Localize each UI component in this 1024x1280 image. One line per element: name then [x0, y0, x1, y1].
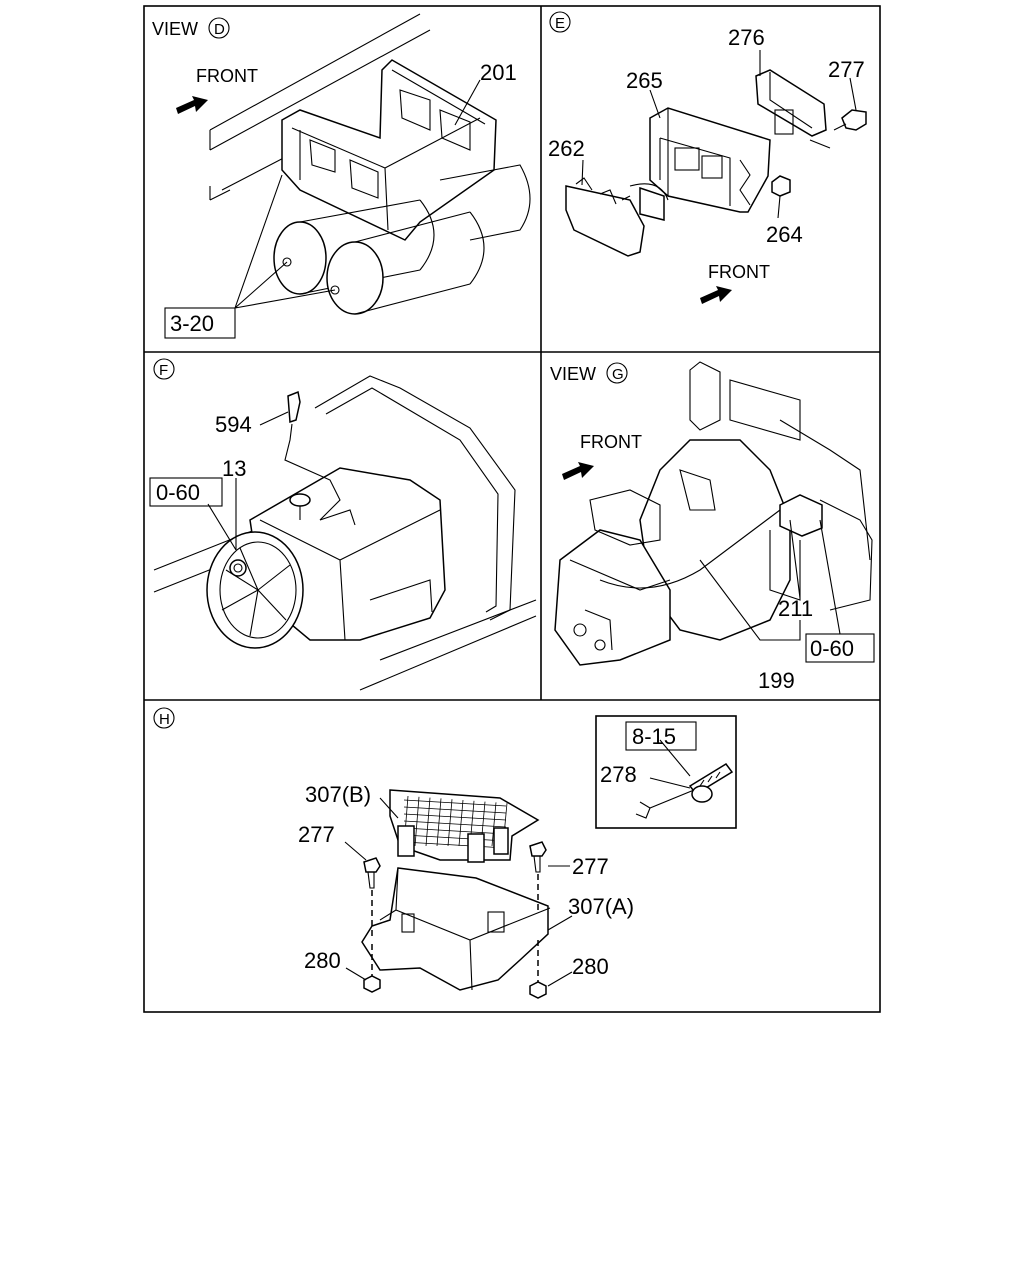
panel-h-marker: H [159, 711, 170, 728]
panel-e-ref-277: 277 [828, 57, 865, 82]
panel-e-marker: E [555, 15, 565, 32]
panel-e-marker-circle [549, 11, 571, 33]
panel-f-cab-outline [314, 375, 516, 621]
panel-e-cover-276 [755, 69, 827, 137]
panel-h-ref-307b: 307(B) [305, 782, 371, 807]
panel-d-battery-box [281, 59, 497, 241]
panel-h-nut-280-left [363, 975, 381, 993]
panel-d-box-3-20-label: 3-20 [170, 311, 214, 336]
panel-e-ref-264: 264 [766, 222, 803, 247]
panel-h-cable-tie-278 [635, 763, 734, 819]
panel-e-bolt-277 [841, 109, 867, 131]
panel-e-ref-265: 265 [626, 68, 663, 93]
panel-h-nut-280-right [529, 981, 547, 999]
panel-h-box-307a [361, 867, 551, 991]
panel-h-ref-277-left: 277 [298, 822, 335, 847]
panel-f-marker: F [159, 362, 168, 379]
panel-f-ref-13: 13 [222, 456, 246, 481]
panel-d-marker: D [214, 21, 225, 38]
panel-d-batteries [273, 164, 531, 315]
panel-g-ref-199: 199 [758, 668, 795, 693]
panel-h-ref-307a: 307(A) [568, 894, 634, 919]
panel-e-bracket-262 [565, 185, 645, 257]
panel-d-ref-201: 201 [480, 60, 517, 85]
panel-h-ref-280-left: 280 [304, 948, 341, 973]
panel-h-marker-circle [153, 707, 175, 729]
panel-e-front-arrow-icon [700, 286, 732, 304]
panel-d-box-3-20 [164, 307, 236, 339]
panel-h-box-8-15 [625, 721, 697, 751]
panel-g-ref-211: 211 [778, 596, 813, 621]
panel-d-marker-circle [208, 17, 230, 39]
panel-e-ref-262: 262 [548, 136, 585, 161]
panel-f: F 594 13 0-60 [149, 358, 537, 691]
panel-h-bolt-277-right [529, 841, 547, 910]
panel-h-inset-frame [595, 715, 737, 829]
panel-g-box-0-60-label: 0-60 [810, 636, 854, 661]
panel-e-ref-276: 276 [728, 25, 765, 50]
panel-h-ref-280-right: 280 [572, 954, 609, 979]
panel-f-marker-circle [153, 358, 175, 380]
panel-h-cover-307b [389, 789, 540, 863]
panel-view-d: VIEW D FRONT 201 3-20 [152, 13, 531, 339]
panel-e: E 276 277 265 262 264 FRONT [548, 11, 867, 304]
panel-h-box-8-15-label: 8-15 [632, 724, 676, 749]
panel-f-box-0-60 [149, 477, 223, 507]
panel-g-marker: G [612, 366, 624, 383]
panel-h-ref-277-right: 277 [572, 854, 609, 879]
panel-f-fan-housing [206, 531, 304, 649]
panel-view-g: VIEW G FRONT 211 0-60 199 [550, 361, 875, 693]
panel-e-nut-264 [771, 175, 791, 197]
panel-h-ref-278: 278 [600, 762, 637, 787]
panel-g-gearbox [554, 529, 671, 666]
panel-h-bolt-277-left [363, 857, 381, 936]
panel-g-box-0-60 [805, 633, 875, 663]
panel-f-bolt-594 [287, 390, 301, 424]
panel-g-marker-circle [606, 362, 628, 384]
panel-g-front-label: FRONT [580, 432, 642, 452]
panel-e-connector-265 [649, 107, 771, 213]
panel-g-front-arrow-icon [562, 462, 594, 480]
panel-h: H 8-15 278 307(B) 30 [153, 707, 737, 999]
panel-f-box-0-60-label: 0-60 [156, 480, 200, 505]
panel-frame [143, 5, 881, 1013]
panel-e-front-label: FRONT [708, 262, 770, 282]
panel-f-ref-594: 594 [215, 412, 252, 437]
panel-d-front-label: FRONT [196, 66, 258, 86]
panel-d-front-arrow-icon [176, 96, 208, 114]
panel-g-view-word: VIEW [550, 364, 596, 384]
panel-d-view-word: VIEW [152, 19, 198, 39]
